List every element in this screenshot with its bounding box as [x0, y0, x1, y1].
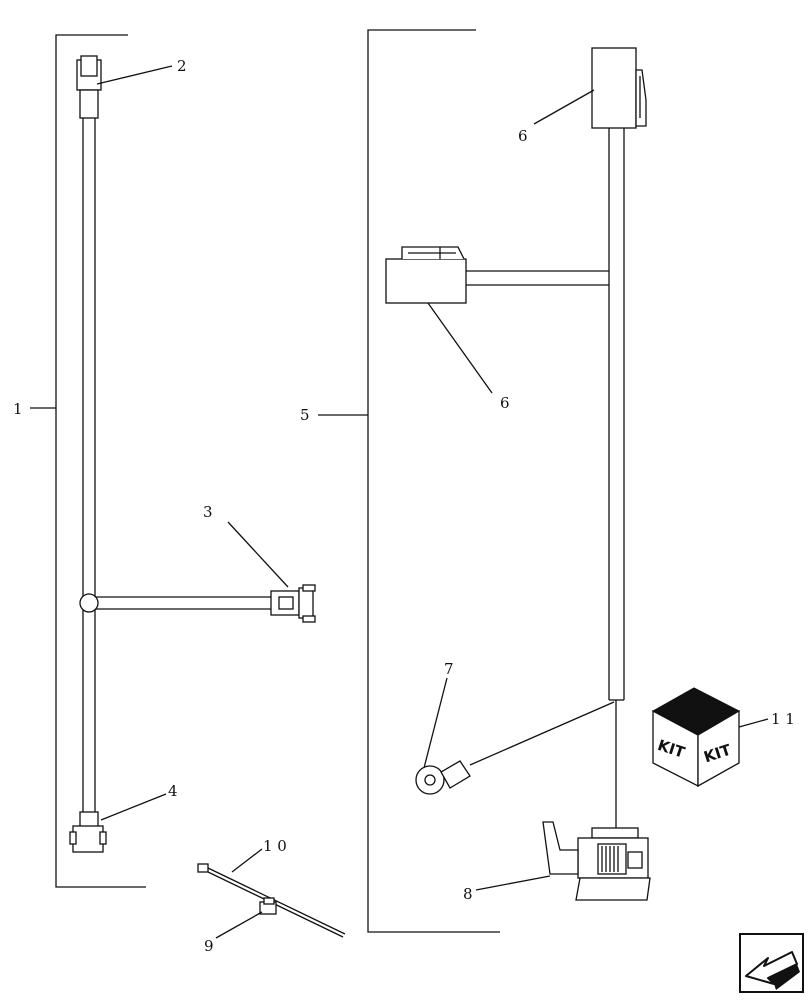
callout-11: 1 1 — [771, 710, 795, 728]
callout-2: 2 — [177, 57, 187, 75]
callout-6-branch: 6 — [500, 394, 510, 412]
callout-9: 9 — [204, 937, 214, 955]
callout-4: 4 — [168, 782, 178, 800]
callout-8: 8 — [463, 885, 473, 903]
connector-6-top — [591, 47, 647, 129]
harness-1 — [30, 34, 272, 888]
clip-9 — [259, 897, 277, 915]
connector-4 — [69, 811, 107, 853]
back-arrow-icon — [745, 951, 800, 990]
callout-5: 5 — [300, 406, 310, 424]
kit-box-11: KIT KIT — [651, 687, 741, 788]
back-arrow-button[interactable] — [739, 933, 804, 993]
ring-terminal-7 — [415, 760, 471, 795]
connector-6-branch — [385, 246, 467, 304]
callout-1: 1 — [13, 400, 23, 418]
callout-3: 3 — [203, 503, 213, 521]
harness-5 — [318, 29, 625, 933]
connector-2 — [76, 55, 102, 119]
connector-3 — [270, 584, 316, 623]
sensor-8 — [542, 821, 651, 901]
callout-6-top: 6 — [518, 127, 528, 145]
callout-7: 7 — [444, 660, 454, 678]
callout-10: 1 0 — [263, 837, 287, 855]
